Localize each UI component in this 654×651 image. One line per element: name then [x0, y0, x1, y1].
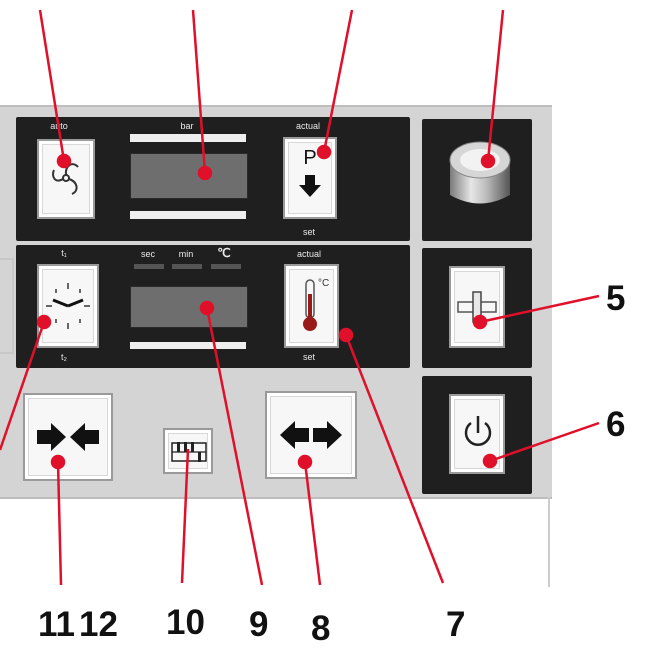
- min-indicator: [172, 264, 202, 269]
- pressure-lower-bar: [130, 211, 246, 219]
- auto-fan-button[interactable]: [37, 139, 95, 219]
- pressure-set-label: set: [302, 227, 315, 237]
- pressure-upper-bar: [130, 134, 246, 142]
- sec-indicator: [134, 264, 164, 269]
- thermometer-icon: [303, 279, 317, 331]
- callout-7: 7: [446, 605, 466, 644]
- clock-icon: [46, 283, 90, 329]
- t1-label: t₁: [61, 248, 67, 258]
- celsius-label: ℃: [217, 246, 231, 260]
- temperature-set-button[interactable]: °C: [284, 264, 339, 348]
- thermometer-unit: °C: [318, 278, 330, 289]
- temp-set-label: set: [302, 352, 315, 362]
- callout-11: 11: [38, 605, 75, 644]
- arrows-inward-icon: [37, 423, 99, 451]
- min-label: min: [178, 249, 194, 259]
- pressure-actual-label: actual: [295, 121, 321, 131]
- callout-6: 6: [606, 405, 626, 444]
- celsius-indicator: [211, 264, 241, 269]
- time-select-button[interactable]: [37, 264, 99, 348]
- housing-left-bracket: [0, 258, 14, 354]
- toggle-button[interactable]: [449, 266, 505, 348]
- t2-label: t₂: [61, 352, 67, 362]
- bar-label: bar: [180, 121, 194, 131]
- callout-12: 12: [79, 605, 118, 644]
- close-arrows-button[interactable]: [23, 393, 113, 481]
- callout-5: 5: [606, 279, 626, 318]
- sec-label: sec: [140, 249, 155, 259]
- callout-8: 8: [311, 609, 331, 648]
- temp-actual-label: actual: [296, 249, 322, 259]
- housing-side-line: [548, 497, 550, 587]
- callout-10: 10: [166, 603, 205, 642]
- pressure-display: [130, 153, 248, 199]
- panel-bottom-edge: [0, 497, 552, 499]
- time-temp-lower-bar: [130, 342, 246, 349]
- time-temp-display: [130, 286, 248, 328]
- arrows-outward-icon: [280, 421, 342, 449]
- knob-icon[interactable]: [440, 130, 520, 220]
- arrow-down-icon: [299, 175, 321, 197]
- power-icon: [464, 416, 492, 446]
- pressure-icon: P: [303, 147, 317, 169]
- callout-9: 9: [249, 605, 269, 644]
